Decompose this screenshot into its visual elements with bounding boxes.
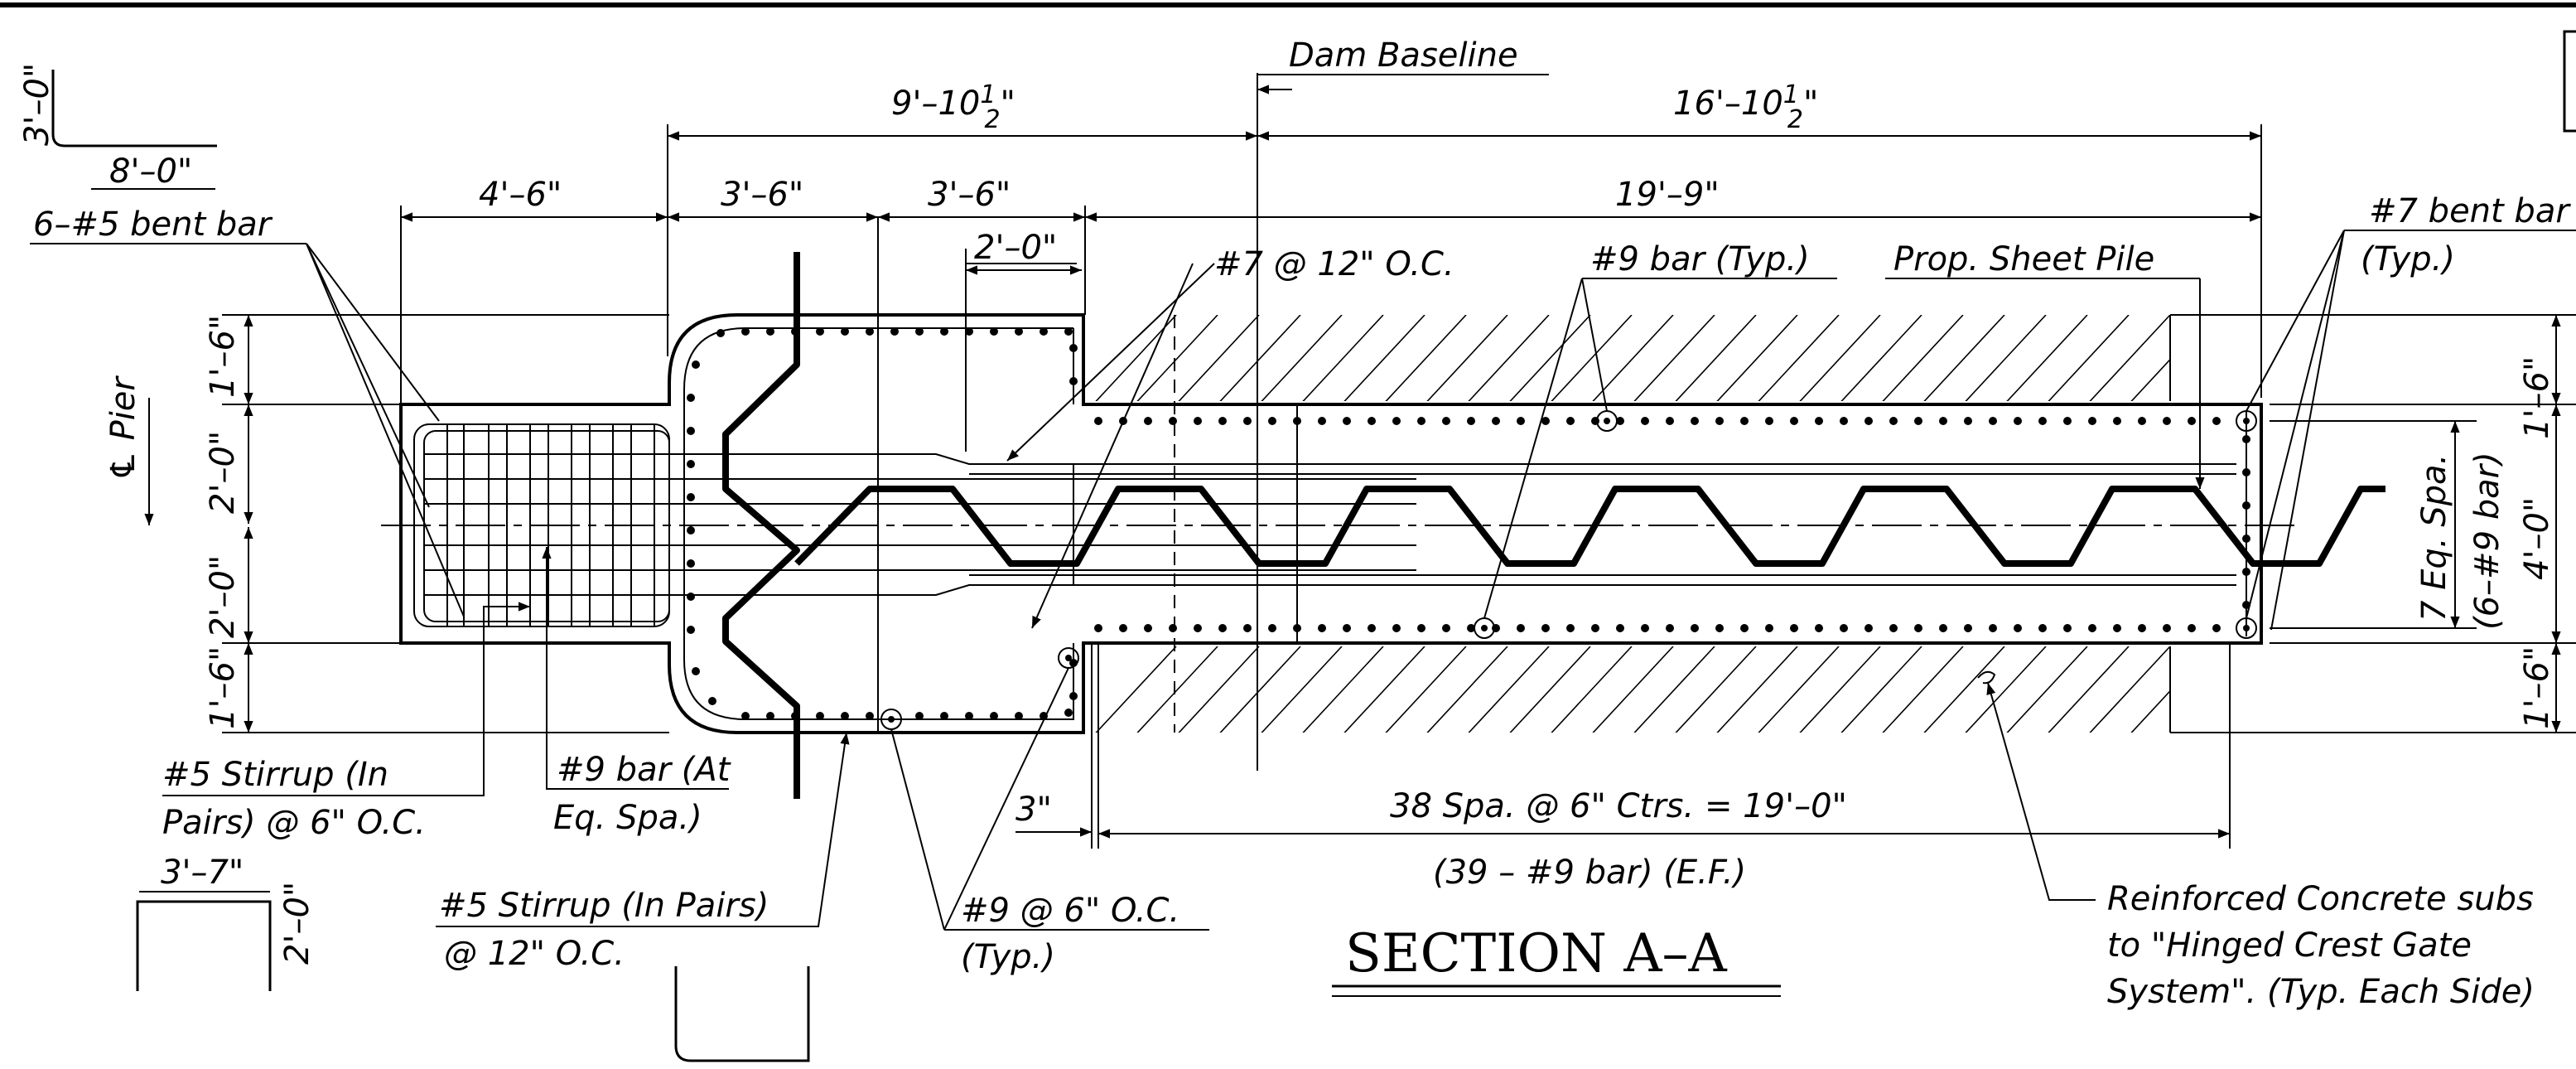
leaders-bar9-6 (890, 667, 1069, 931)
callout-concrete-line2: to "Hinged Crest Gate (2107, 926, 2472, 965)
callout-bar9-eq-line2: Eq. Spa.) (553, 799, 702, 837)
leaders-bent-bar-left (306, 243, 465, 617)
leaders-bar7-12 (1006, 263, 1215, 629)
longitudinal-bars (424, 411, 2247, 636)
concrete-break-mark (1977, 670, 1996, 684)
pier-outline (399, 313, 2263, 734)
callout-bar9-6-line1: #9 @ 6" O.C. (961, 892, 1179, 930)
callout-bent-bar-right-1: #7 bent bar (2369, 192, 2571, 230)
hook-vertical-dim: 3'–0" (18, 63, 56, 146)
left-ext-lines (222, 314, 669, 733)
hook-horizontal-dim: 8'–0" (109, 152, 192, 191)
callout-concrete-line3: System". (Typ. Each Side) (2107, 973, 2535, 1011)
callout-bar7-12: #7 @ 12" O.C. (1214, 245, 1454, 283)
callout-stirrup5-12-line1: #5 Stirrup (In Pairs) (439, 887, 769, 925)
hook-bar-shape (51, 70, 217, 148)
leaders-bar9-typ (1483, 278, 1608, 619)
callout-bent-bar-right-2: (Typ.) (2361, 240, 2455, 278)
dim-seg3: 3'–6" (928, 176, 1011, 214)
dim-seg2: 3'–6" (721, 176, 803, 214)
sheet-pile-left (722, 252, 800, 799)
u-bar-shape (674, 966, 810, 1062)
dim-left-top: 1'–6" (204, 315, 242, 398)
reinforcement-cage-head (683, 327, 1074, 720)
pier-centerline-label: ℄ Pier (104, 375, 142, 481)
dim-bottom-three: 3" (1015, 791, 1052, 829)
callout-bar9-typ: #9 bar (Typ.) (1590, 240, 1810, 278)
sheet-pile-main (794, 486, 2385, 567)
section-title: SECTION A–A (1345, 923, 1728, 984)
callout-concrete-line1: Reinforced Concrete subs (2107, 880, 2534, 918)
leader-stirrup5-12 (436, 732, 850, 927)
dim-right-top-text: 1'–6" (2518, 356, 2556, 439)
callout-bent-bar-left: 6–#5 bent bar (33, 206, 273, 244)
dim-bottom-spacing: 38 Spa. @ 6" Ctrs. = 19'–0" (1390, 787, 1847, 825)
dim-left-upper: 2'–0" (204, 431, 242, 514)
stirrup-width-dim: 3'–7" (161, 854, 244, 892)
dim-right-spacing-2: (6–#9 bar) (2468, 452, 2506, 630)
hatch-bottom (1095, 646, 2170, 733)
dim-seg4: 19'–9" (1615, 176, 1720, 214)
callout-stirrup5-6-line1: #5 Stirrup (In (162, 756, 388, 794)
right-ext-lines (2170, 314, 2576, 733)
dim-left-lower: 2'–0" (204, 555, 242, 638)
title-block-edge (2563, 30, 2576, 133)
dim-right-bottom-text: 1'–6" (2518, 646, 2556, 729)
callout-sheet-pile: Prop. Sheet Pile (1893, 240, 2154, 278)
dim-bottom-bars: (39 – #9 bar) (E.F.) (1433, 854, 1746, 892)
leader-bar9-eq (542, 547, 729, 790)
leaders-bent-bar-right (2246, 230, 2345, 631)
dam-baseline-label: Dam Baseline (1289, 36, 1518, 75)
marked-bar-centers (888, 418, 2250, 723)
dim-right-spacing-1: 7 Eq. Spa. (2415, 454, 2453, 622)
callout-bar9-eq-line1: #9 bar (At (557, 751, 731, 789)
dim-left-bottom: 1'–6" (204, 646, 242, 729)
callout-stirrup5-12-line2: @ 12" O.C. (444, 935, 625, 973)
callout-stirrup5-6-line2: Pairs) @ 6" O.C. (162, 804, 426, 842)
dim-seg1: 4'–6" (479, 176, 562, 214)
dim-small: 2'–0" (974, 229, 1057, 267)
dim-right-overall-text: 4'–0" (2518, 497, 2556, 580)
hatch-top (1095, 315, 2170, 401)
leader-concrete (1986, 682, 2096, 901)
stirrup-shape (136, 900, 272, 991)
callout-bar9-6-line2: (Typ.) (961, 938, 1055, 976)
stirrup-height-dim: 2'–0" (278, 882, 316, 965)
leader-stirrup5-6 (162, 602, 530, 796)
rebar-dots (687, 327, 2250, 720)
